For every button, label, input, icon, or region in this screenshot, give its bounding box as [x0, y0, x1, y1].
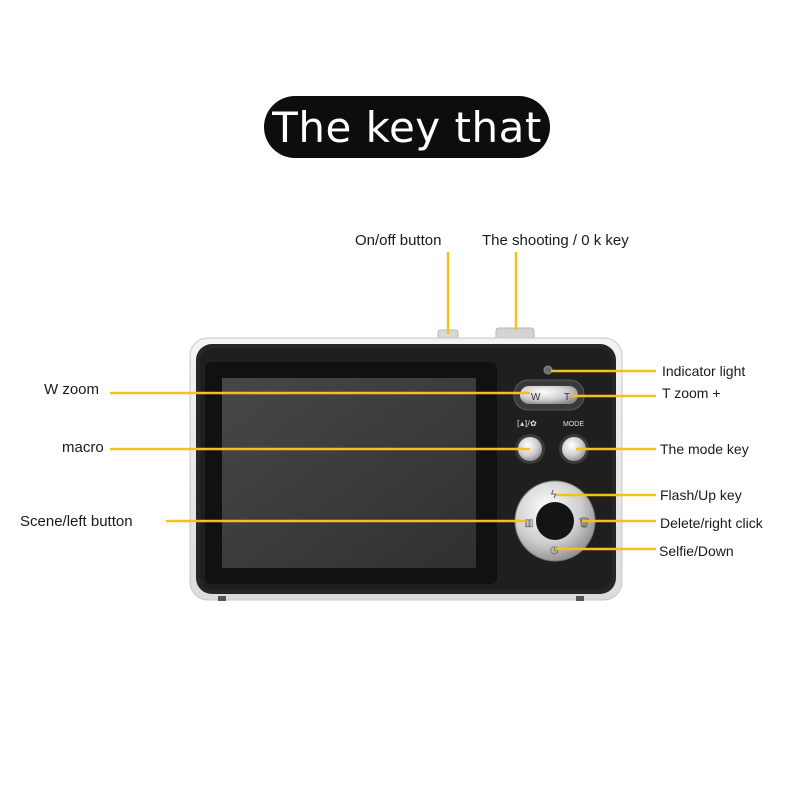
label-shooting: The shooting / 0 k key	[482, 232, 629, 249]
mode-button-face	[562, 437, 586, 461]
title-pill: The key that	[264, 96, 550, 158]
label-on-off: On/off button	[355, 232, 442, 249]
mode-mark: MODE	[563, 421, 584, 428]
lcd-screen	[222, 378, 476, 568]
zoom-rocker-face	[520, 386, 578, 404]
label-macro: macro	[62, 439, 104, 456]
label-t-zoom: T zoom +	[662, 385, 721, 401]
self-timer-icon: ◷	[550, 545, 559, 556]
macro-mark: [▴]/✿	[517, 419, 537, 428]
indicator-light	[543, 365, 553, 375]
label-scene-left: Scene/left button	[20, 513, 133, 530]
label-delete-right: Delete/right click	[660, 515, 763, 531]
zoom-t-mark: T	[564, 392, 570, 403]
label-flash-up: Flash/Up key	[660, 487, 742, 503]
delete-icon: 🗑	[578, 517, 591, 529]
zoom-w-mark: W	[531, 392, 541, 403]
label-selfie-down: Selfie/Down	[659, 543, 734, 559]
label-w-zoom: W zoom	[44, 381, 100, 398]
dpad-center-button	[536, 502, 574, 540]
label-mode-key: The mode key	[660, 441, 749, 457]
camera-foot-right	[576, 596, 584, 601]
leader-lines	[110, 252, 656, 551]
page-title: The key that	[272, 102, 542, 152]
label-indicator: Indicator light	[662, 363, 746, 379]
scene-icon: ▥	[524, 518, 533, 529]
camera-foot-left	[218, 596, 226, 601]
flash-icon: ϟ	[550, 488, 557, 501]
